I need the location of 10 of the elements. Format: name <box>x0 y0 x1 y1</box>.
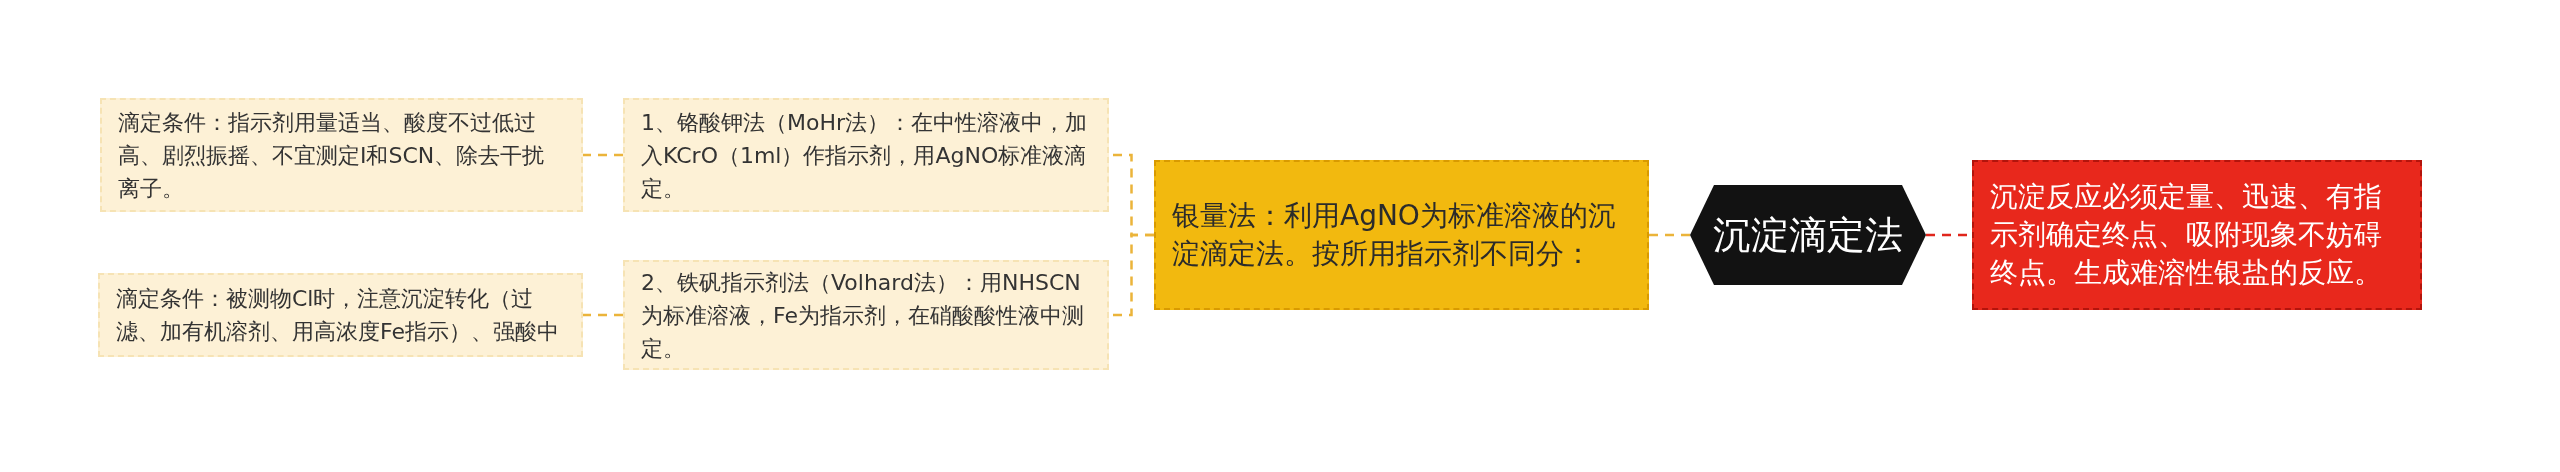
connector <box>583 153 623 157</box>
note-box: 滴定条件：被测物Cl时，注意沉淀转化（过滤、加有机溶剂、用高浓度Fe指示）、强酸中 <box>98 273 583 357</box>
method-box: 1、铬酸钾法（MoHr法）：在中性溶液中，加入KCrO（1ml）作指示剂，用AgNO标准液滴定。 <box>623 98 1109 212</box>
topic-box: 沉淀反应必须定量、迅速、有指示剂确定终点、吸附现象不妨碍终点。生成难溶性银盐的反应。 <box>1972 160 2422 310</box>
connector <box>1649 233 1690 237</box>
method-box: 2、铁矾指示剂法（Volhard法）：用NHSCN为标准溶液，Fe为指示剂，在硝酸酸性液中测定。 <box>623 260 1109 370</box>
note-box: 滴定条件：指示剂用量适当、酸度不过低过高、剧烈振摇、不宜测定I和SCN、除去干扰离子。 <box>100 98 583 212</box>
connector <box>583 313 623 317</box>
topic-hexagon: 沉淀滴定法 <box>1690 185 1926 285</box>
topic-box: 银量法：利用AgNO为标准溶液的沉淀滴定法。按所用指示剂不同分： <box>1154 160 1649 310</box>
